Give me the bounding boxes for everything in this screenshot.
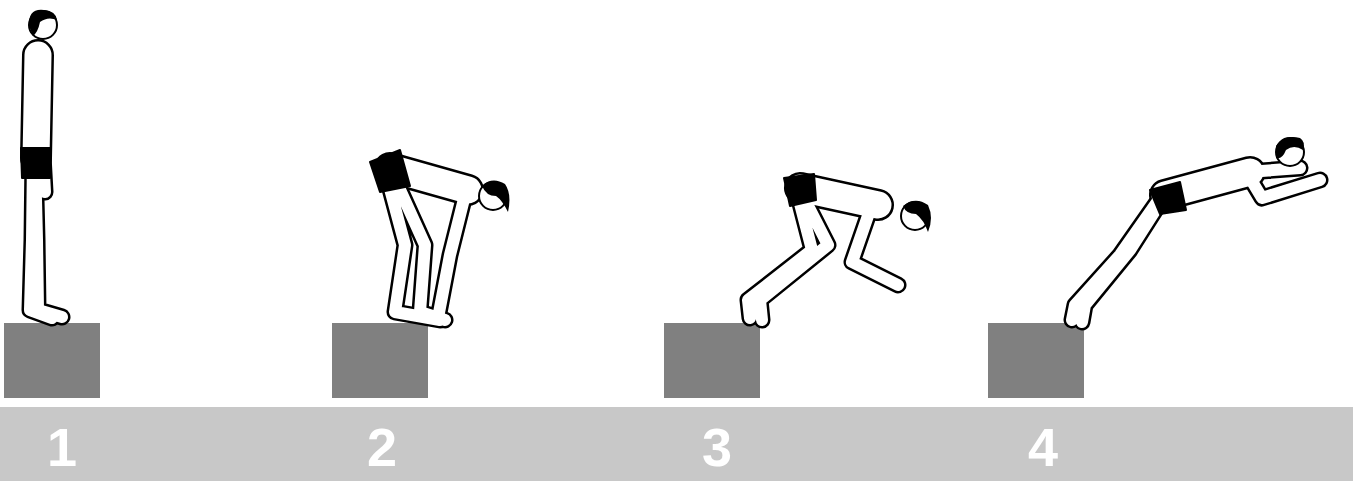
swimmer-figures	[21, 10, 1320, 322]
step-number: 3	[702, 420, 732, 474]
step-number: 2	[367, 420, 397, 474]
step-number: 4	[1028, 420, 1058, 474]
step-number: 1	[47, 420, 77, 474]
starting-blocks	[4, 323, 1084, 398]
number-band: 1 2 3 4	[0, 407, 1353, 481]
